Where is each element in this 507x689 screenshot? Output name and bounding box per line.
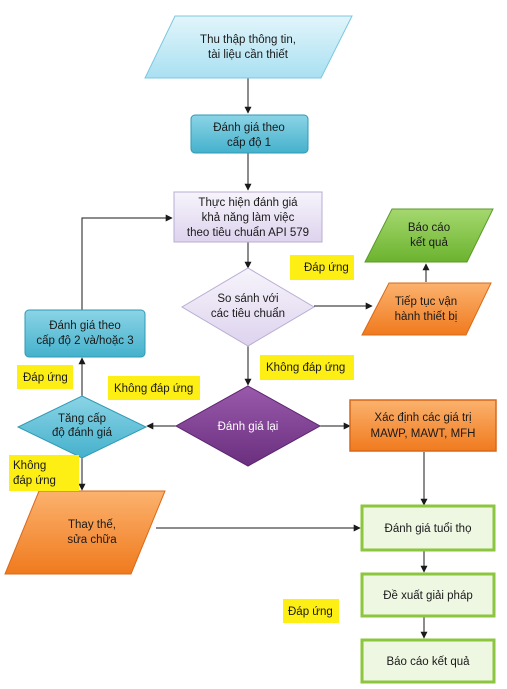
node-level23-line2: cấp độ 2 và/hoặc 3	[36, 335, 133, 347]
node-report-bottom-line1: Báo cáo kết quả	[386, 656, 470, 668]
node-collect-info: Thu thập thông tin, tài liệu cần thiết	[144, 15, 353, 79]
node-continue-line1: Tiếp tục vận	[395, 296, 457, 308]
label-meets-left: Đáp ứng	[17, 365, 73, 389]
node-level1-line1: Đánh giá theo	[213, 122, 285, 134]
node-replace-line2: sửa chữa	[67, 534, 117, 546]
node-continue-operation: Tiếp tục vận hành thiết bị	[361, 282, 492, 336]
node-propose-solution: Đề xuất giải pháp	[360, 572, 496, 618]
node-collect-info-line2: tài liệu cần thiết	[208, 49, 289, 61]
node-compare-line1: So sánh với	[217, 293, 278, 305]
node-life-assessment: Đánh giá tuổi thọ	[360, 504, 496, 552]
node-report-top-line1: Báo cáo	[408, 222, 450, 234]
label-meets-top: Đáp ứng	[290, 255, 354, 280]
node-upgrade-level: Tăng cấp độ đánh giá	[16, 395, 148, 459]
node-replace-line1: Thay thế,	[68, 519, 116, 531]
node-report-top-line2: kết quả	[410, 237, 448, 249]
node-collect-info-line1: Thu thập thông tin,	[200, 34, 296, 46]
label-not-meets-low-line1: Không	[13, 460, 46, 472]
node-api579-line1: Thực hiện đánh giá	[198, 197, 298, 209]
node-level23-assessment: Đánh giá theo cấp độ 2 và/hoặc 3	[24, 309, 146, 358]
label-not-meets-low-line2: đáp ứng	[13, 475, 56, 487]
node-mawp-line1: Xác định các giá trị	[374, 412, 471, 424]
node-mawp-line2: MAWP, MAWT, MFH	[371, 428, 476, 440]
node-reassess-line1: Đánh giá lại	[218, 421, 279, 433]
label-meets-left-text: Đáp ứng	[23, 372, 68, 384]
node-mawp-values: Xác định các giá trị MAWP, MAWT, MFH	[349, 399, 497, 452]
node-report-bottom: Báo cáo kết quả	[360, 638, 496, 684]
label-meets-bottom: Đáp ứng	[283, 599, 339, 623]
label-meets-top-text: Đáp ứng	[304, 262, 349, 274]
node-compare-line2: các tiêu chuẩn	[211, 308, 285, 320]
label-not-meets-mid: Không đáp ứng	[260, 355, 354, 380]
label-not-meets-low: Không đáp ứng	[9, 455, 79, 491]
edges	[78, 78, 430, 639]
label-not-meets-left: Không đáp ứng	[108, 376, 200, 400]
node-level1-line2: cấp độ 1	[227, 137, 271, 149]
label-meets-bottom-text: Đáp ứng	[288, 606, 333, 618]
node-propose-line1: Đề xuất giải pháp	[383, 590, 473, 602]
node-api579-line3: theo tiêu chuẩn API 579	[187, 227, 309, 239]
node-replace-repair: Thay thế, sửa chữa	[4, 490, 166, 575]
node-continue-line2: hành thiết bị	[395, 311, 458, 323]
node-compare-standards: So sánh với các tiêu chuẩn	[181, 267, 315, 347]
node-level23-line1: Đánh giá theo	[49, 320, 121, 332]
node-api579-line2: khả năng làm việc	[202, 212, 295, 224]
label-not-meets-mid-text: Không đáp ứng	[266, 362, 345, 374]
node-life-line1: Đánh giá tuổi thọ	[385, 523, 472, 535]
node-level1-assessment: Đánh giá theo cấp độ 1	[190, 114, 309, 154]
label-not-meets-left-text: Không đáp ứng	[114, 383, 193, 395]
node-report-top: Báo cáo kết quả	[364, 208, 494, 263]
node-upgrade-line2: độ đánh giá	[52, 427, 113, 439]
node-reassess: Đánh giá lại	[174, 385, 322, 467]
node-api579-assessment: Thực hiện đánh giá khả năng làm việc the…	[173, 191, 323, 243]
node-upgrade-line1: Tăng cấp	[58, 413, 106, 425]
edge-level23-to-api579	[81, 214, 173, 310]
